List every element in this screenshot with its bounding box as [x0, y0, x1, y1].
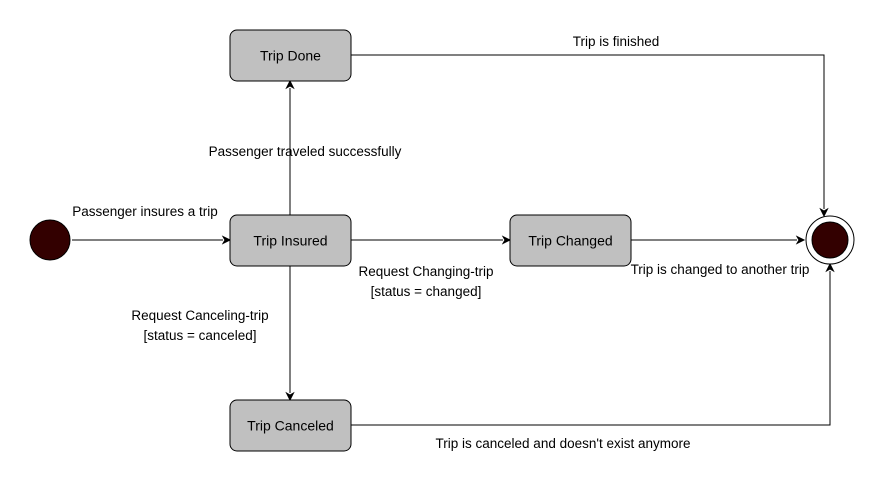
- edge-done-to-final: [351, 54, 825, 209]
- state-trip-done-label: Trip Done: [260, 48, 321, 64]
- state-trip-changed-label: Trip Changed: [528, 233, 612, 249]
- label-cancel-request-line1: Request Canceling-trip: [131, 308, 268, 323]
- label-change-request-line2: [status = changed]: [371, 284, 482, 299]
- arrowhead-final-bottom: [825, 262, 835, 273]
- arrowhead-done-bottom: [285, 79, 295, 90]
- initial-node: [29, 219, 71, 261]
- label-cancel-request-line2: [status = canceled]: [144, 328, 257, 343]
- label-change-request-line1: Request Changing-trip: [358, 264, 493, 279]
- state-trip-canceled-label: Trip Canceled: [247, 418, 334, 434]
- arrowhead-final-left: [795, 235, 806, 245]
- arrowhead-insured-left: [221, 235, 232, 245]
- arrowhead-canceled-top: [285, 391, 295, 402]
- state-trip-changed[interactable]: Trip Changed: [509, 214, 632, 267]
- state-trip-done[interactable]: Trip Done: [229, 29, 352, 82]
- state-trip-insured-label: Trip Insured: [253, 233, 327, 249]
- final-node: [805, 215, 855, 265]
- label-traveled: Passenger traveled successfully: [209, 144, 402, 159]
- state-trip-insured[interactable]: Trip Insured: [229, 214, 352, 267]
- label-changed-final: Trip is changed to another trip: [631, 262, 810, 277]
- state-trip-canceled[interactable]: Trip Canceled: [229, 399, 352, 452]
- arrowhead-changed-left: [501, 235, 512, 245]
- arrowhead-final-top: [819, 207, 829, 218]
- edge-canceled-to-final: [351, 271, 831, 426]
- label-finished: Trip is finished: [573, 34, 660, 49]
- label-insure: Passenger insures a trip: [72, 204, 218, 219]
- label-canceled-final: Trip is canceled and doesn't exist anymo…: [436, 436, 691, 451]
